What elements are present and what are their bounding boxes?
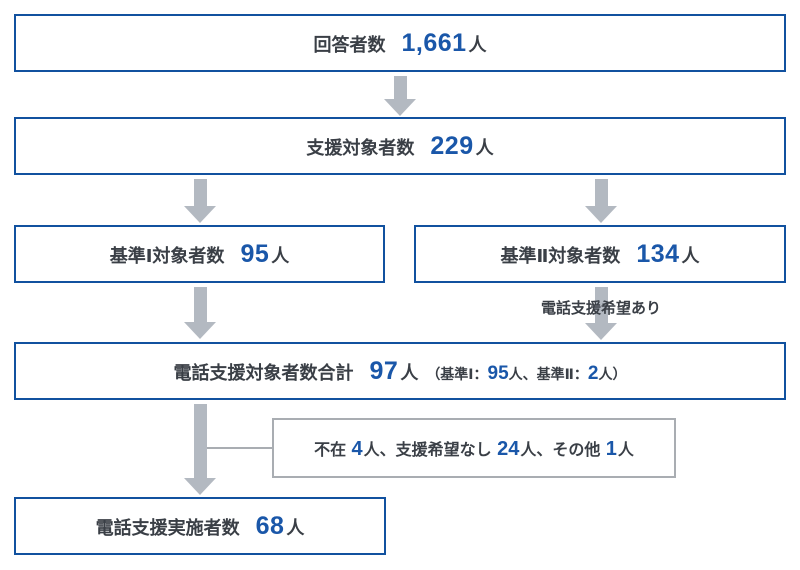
detail-mid: 人、基準Ⅱ： bbox=[508, 365, 588, 382]
phone-wish-label: 電話支援希望あり bbox=[540, 300, 662, 317]
node-respondents-label: 回答者数 bbox=[313, 34, 386, 55]
note-t4: 人 bbox=[617, 441, 634, 459]
node-phone-total-unit: 人 bbox=[400, 362, 419, 383]
exclusion-note-box: 不在 4人、支援希望なし 24人、その他 1人 bbox=[272, 418, 676, 478]
node-criteria1-label: 基準Ⅰ対象者数 bbox=[109, 245, 225, 266]
detail-open: （基準Ⅰ： bbox=[426, 365, 488, 382]
note-t3: 人、その他 bbox=[520, 441, 605, 459]
arrow-shaft bbox=[594, 179, 608, 206]
detail-value1: 95 bbox=[487, 362, 509, 384]
note-v2: 24 bbox=[497, 437, 520, 460]
node-respondents-value: 1,661 bbox=[401, 28, 467, 57]
arrow-down-icon bbox=[585, 287, 617, 340]
node-criteria1-unit: 人 bbox=[271, 245, 290, 266]
note-t2: 人、支援希望なし bbox=[363, 441, 497, 459]
arrow-head bbox=[585, 323, 617, 340]
arrow-shaft bbox=[193, 179, 207, 206]
node-phone-done-label: 電話支援実施者数 bbox=[95, 517, 240, 538]
note-v3: 1 bbox=[605, 437, 617, 460]
arrow-head bbox=[384, 99, 416, 116]
node-criteria2-value: 134 bbox=[636, 239, 680, 268]
detail-value2: 2 bbox=[587, 362, 599, 384]
arrow-shaft bbox=[193, 404, 207, 478]
exclusion-note-text: 不在 4人、支援希望なし 24人、その他 1人 bbox=[314, 436, 634, 461]
arrow-down-icon bbox=[184, 404, 216, 495]
node-phone-total-label: 電話支援対象者数合計 bbox=[173, 362, 354, 383]
note-v1: 4 bbox=[351, 437, 363, 460]
arrow-shaft bbox=[393, 76, 407, 99]
arrow-head bbox=[184, 478, 216, 495]
arrow-head bbox=[184, 206, 216, 223]
arrow-down-icon bbox=[585, 179, 617, 223]
node-criteria2-unit: 人 bbox=[681, 245, 700, 266]
note-t1: 不在 bbox=[314, 441, 351, 459]
node-criteria1-value: 95 bbox=[240, 239, 270, 268]
arrow-head bbox=[585, 206, 617, 223]
detail-close: 人） bbox=[598, 365, 627, 382]
node-phone-done-unit: 人 bbox=[286, 517, 305, 538]
arrow-shaft bbox=[193, 287, 207, 322]
arrow-shaft bbox=[594, 287, 608, 323]
arrow-down-icon bbox=[384, 76, 416, 116]
node-respondents-unit: 人 bbox=[468, 34, 487, 55]
node-support-targets-label: 支援対象者数 bbox=[306, 137, 415, 158]
arrow-down-icon bbox=[184, 179, 216, 223]
arrow-head bbox=[184, 322, 216, 339]
arrow-down-icon bbox=[184, 287, 216, 339]
node-criteria2-label: 基準Ⅱ対象者数 bbox=[500, 245, 621, 266]
node-phone-done-value: 68 bbox=[255, 511, 285, 540]
node-support-targets-unit: 人 bbox=[475, 137, 494, 158]
node-phone-total-value: 97 bbox=[369, 356, 399, 385]
node-support-targets-value: 229 bbox=[430, 131, 474, 160]
note-connector-line bbox=[207, 447, 273, 449]
node-phone-total-detail: （基準Ⅰ：95人、基準Ⅱ：2人） bbox=[426, 362, 627, 384]
